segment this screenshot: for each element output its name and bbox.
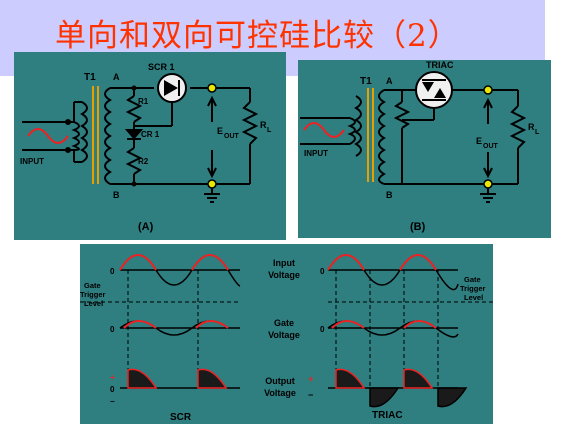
triac-label: TRIAC	[426, 60, 454, 70]
input-voltage-label-2: Voltage	[268, 270, 300, 280]
output-terminal-bottom	[207, 179, 217, 189]
eout-subscript: OUT	[483, 143, 499, 150]
gate-trigger-right-1: Gate	[464, 275, 481, 284]
t1-label: T1	[360, 76, 372, 87]
gate-trigger-left-2: Trigger	[80, 290, 106, 299]
waveform-comparison-diagram: 0 0 0 0 + 0 − Input Voltage Gate Voltage…	[80, 244, 493, 424]
rl-subscript: L	[267, 127, 272, 134]
scr-circuit-diagram: T1 A B SCR 1 R1 CR 1 R2 INPUT E OUT R L …	[14, 52, 286, 240]
r1-label: R1	[138, 97, 149, 106]
triac-symbol-icon	[415, 71, 453, 109]
node-b-label: B	[113, 190, 120, 200]
output-terminal-top	[483, 85, 493, 95]
triac-circuit-diagram: T1 A B TRIAC INPUT E OUT R L (B)	[298, 60, 551, 238]
output-terminal-bottom	[483, 179, 493, 189]
eout-subscript: OUT	[224, 133, 240, 140]
node-a-label: A	[386, 76, 393, 86]
output-terminal-top	[207, 83, 217, 93]
zero-output-left: 0	[110, 385, 115, 394]
scr-waveform-label: SCR	[170, 412, 192, 423]
rl-label: R	[260, 120, 267, 130]
node-b-label: B	[386, 190, 393, 200]
scr-symbol-icon	[157, 73, 187, 103]
output-voltage-label-2: Voltage	[264, 388, 296, 398]
t1-label: T1	[84, 72, 96, 83]
gate-trigger-right-3: Level	[464, 293, 483, 302]
eout-label: E	[217, 126, 223, 136]
triac-waveform-label: TRIAC	[372, 410, 403, 421]
gate-trigger-left-1: Gate	[84, 281, 101, 290]
waveform-svg: 0 0 0 0 + 0 − Input Voltage Gate Voltage…	[80, 254, 493, 423]
plus-output-center: +	[308, 374, 313, 384]
caption-b: (B)	[410, 221, 426, 233]
caption-a: (A)	[138, 221, 154, 233]
cr1-label: CR 1	[141, 130, 160, 139]
minus-output-center: −	[308, 390, 313, 400]
zero-gate-right: 0	[320, 325, 325, 334]
output-voltage-label: Output	[265, 376, 295, 386]
node-a-label: A	[113, 72, 120, 82]
input-sine-icon	[303, 122, 345, 138]
eout-label: E	[476, 136, 482, 146]
zero-gate-left: 0	[110, 325, 115, 334]
rl-label: R	[528, 122, 535, 132]
gate-trigger-left-3: Level	[84, 299, 103, 308]
plus-output-left: +	[110, 373, 115, 382]
gate-voltage-label-2: Voltage	[268, 330, 300, 340]
input-sine-icon	[27, 128, 69, 144]
r2-label: R2	[138, 157, 149, 166]
slide-title: 单向和双向可控硅比较（2）	[55, 18, 460, 54]
gate-trigger-right-2: Trigger	[460, 284, 486, 293]
triac-circuit-svg: T1 A B TRIAC INPUT E OUT R L (B)	[300, 60, 540, 233]
scr-circuit-svg: T1 A B SCR 1 R1 CR 1 R2 INPUT E OUT R L …	[20, 62, 272, 233]
input-label: INPUT	[20, 157, 44, 166]
scr-label: SCR 1	[148, 62, 175, 72]
gate-voltage-label: Gate	[274, 318, 294, 328]
zero-input-left: 0	[110, 267, 115, 276]
minus-output-left: −	[110, 397, 115, 406]
input-label: INPUT	[304, 149, 328, 158]
zero-input-right: 0	[320, 267, 325, 276]
input-voltage-label: Input	[273, 258, 295, 268]
rl-subscript: L	[535, 129, 540, 136]
